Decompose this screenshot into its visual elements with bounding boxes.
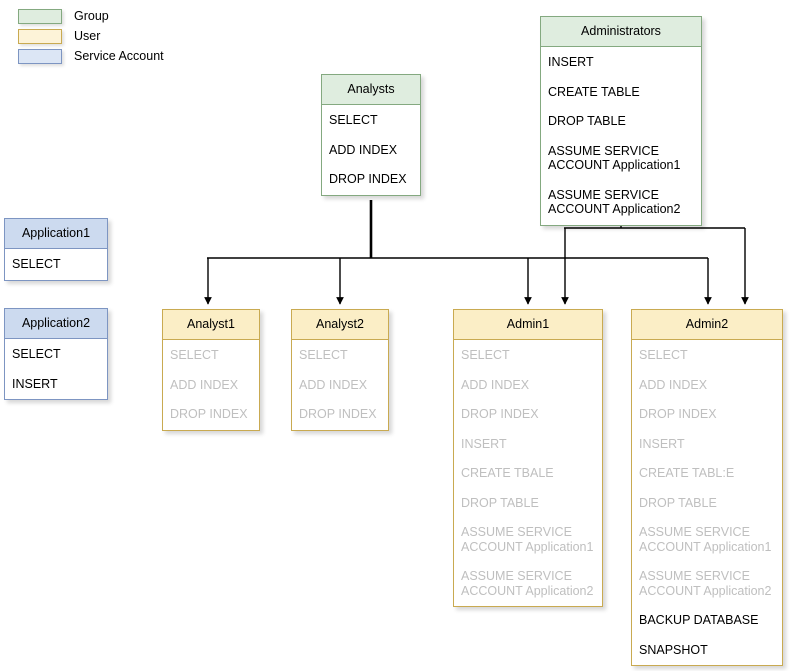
permission-item: DROP TABLE (461, 495, 539, 510)
permission-item: ASSUME SERVICE ACCOUNT Application1 (639, 525, 772, 554)
node-analyst1-title: Analyst1 (163, 310, 259, 340)
permission-item: CREATE TABL:E (639, 466, 735, 480)
node-admin1-title: Admin1 (454, 310, 602, 340)
node-application1[interactable]: Application1 SELECT (4, 218, 108, 281)
node-analyst1[interactable]: Analyst1 SELECT ADD INDEX DROP INDEX (162, 309, 260, 431)
legend-item-group: Group (18, 6, 248, 26)
legend-item-service-account: Service Account (18, 46, 248, 66)
node-analysts-permissions: SELECT ADD INDEX DROP INDEX (322, 105, 420, 195)
node-admin2[interactable]: Admin2 SELECT ADD INDEX DROP INDEX INSERT CR… (631, 309, 783, 666)
permission-item: SELECT (461, 348, 510, 362)
permission-item: ADD INDEX (299, 377, 368, 392)
permission-item: ASSUME SERVICE ACCOUNT Application2 (461, 569, 594, 598)
permission-item: SELECT (170, 348, 219, 362)
node-analyst2-title: Analyst2 (292, 310, 388, 340)
node-application2[interactable]: Application2 SELECT INSERT (4, 308, 108, 400)
permission-item: CREATE TBALE (461, 466, 554, 480)
node-application1-title: Application1 (5, 219, 107, 249)
permission-item: SELECT (299, 348, 348, 362)
legend-label-user: User (74, 29, 101, 43)
legend-label-group: Group (74, 9, 109, 23)
node-application1-permissions: SELECT (5, 249, 107, 280)
permission-item: ADD INDEX (639, 377, 708, 392)
permission-item: DROP INDEX (170, 407, 248, 421)
permission-item: ASSUME SERVICE ACCOUNT Application2 (639, 569, 772, 598)
permission-item: SELECT (12, 347, 61, 361)
legend: Group User Service Account (18, 6, 248, 66)
node-admin1-permissions: SELECT ADD INDEX DROP INDEX INSERT CREATE TB… (454, 340, 602, 606)
permission-item: BACKUP DATABASE (639, 613, 759, 627)
node-administrators-title: Administrators (541, 17, 701, 47)
legend-swatch-user-icon (18, 28, 62, 44)
permission-item: CREATE TABLE (548, 84, 640, 99)
node-admin1[interactable]: Admin1 SELECT ADD INDEX DROP INDEX INSERT CR… (453, 309, 603, 607)
node-analysts[interactable]: Analysts SELECT ADD INDEX DROP INDEX (321, 74, 421, 196)
permission-item: SNAPSHOT (639, 642, 708, 657)
node-admin2-permissions: SELECT ADD INDEX DROP INDEX INSERT CREATE TA… (632, 340, 782, 665)
legend-swatch-group-icon (18, 8, 62, 24)
permission-item: INSERT (639, 436, 685, 451)
node-administrators[interactable]: Administrators INSERT CREATE TABLE DROP TA… (540, 16, 702, 226)
permission-item: ASSUME SERVICE ACCOUNT Application1 (461, 525, 594, 554)
permission-item: ADD INDEX (461, 377, 530, 392)
node-application2-permissions: SELECT INSERT (5, 339, 107, 399)
edge-group-administrators (561, 220, 749, 305)
permission-item: ASSUME SERVICE ACCOUNT Application1 (548, 143, 681, 173)
legend-swatch-service-account-icon (18, 48, 62, 64)
legend-item-user: User (18, 26, 248, 46)
permission-item: SELECT (12, 257, 61, 271)
permission-item: ASSUME SERVICE ACCOUNT Application2 (548, 187, 681, 217)
permission-item: DROP INDEX (461, 407, 539, 421)
permission-item: DROP TABLE (639, 495, 717, 510)
node-analyst2-permissions: SELECT ADD INDEX DROP INDEX (292, 340, 388, 430)
permission-item: ADD INDEX (329, 142, 398, 157)
node-analyst1-permissions: SELECT ADD INDEX DROP INDEX (163, 340, 259, 430)
permission-item: INSERT (461, 436, 507, 451)
node-administrators-permissions: INSERT CREATE TABLE DROP TABLE ASSUME SERVI… (541, 47, 701, 225)
permission-item: ADD INDEX (170, 377, 239, 392)
legend-label-service-account: Service Account (74, 49, 164, 63)
permission-item: DROP TABLE (548, 114, 626, 128)
node-analysts-title: Analysts (322, 75, 420, 105)
permission-item: DROP INDEX (329, 172, 407, 186)
permission-item: DROP INDEX (299, 407, 377, 421)
node-application2-title: Application2 (5, 309, 107, 339)
node-admin2-title: Admin2 (632, 310, 782, 340)
permission-item: SELECT (639, 348, 688, 362)
permission-item: INSERT (548, 55, 594, 69)
permission-item: SELECT (329, 113, 378, 127)
node-analyst2[interactable]: Analyst2 SELECT ADD INDEX DROP INDEX (291, 309, 389, 431)
permission-item: DROP INDEX (639, 407, 717, 421)
permission-item: INSERT (12, 376, 58, 391)
